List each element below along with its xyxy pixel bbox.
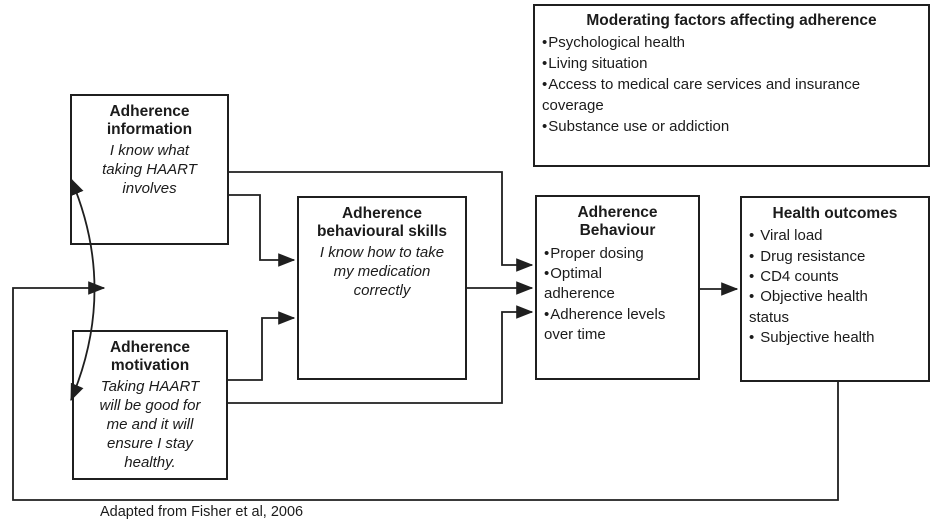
moderating-factors-list: •Psychological health •Living situation … <box>535 32 928 137</box>
health-outcomes-box: Health outcomes •Viral load •Drug resist… <box>740 196 930 382</box>
list-item: •Objective health status <box>749 288 868 326</box>
list-item: •Viral load <box>749 227 823 245</box>
source-caption: Adapted from Fisher et al, 2006 <box>100 504 304 520</box>
adherence-motivation-box: Adherence motivation Taking HAART will b… <box>72 330 228 480</box>
connector-information-to-skills <box>229 194 296 267</box>
adherence-information-box: Adherence information I know what taking… <box>70 94 229 245</box>
list-item: •Substance use or addiction <box>542 118 730 136</box>
bullet-icon: • <box>544 244 550 262</box>
adherence-behaviour-list: •Proper dosing •Optimal adherence •Adher… <box>537 244 698 346</box>
health-outcomes-title: Health outcomes <box>772 205 898 222</box>
list-item: •Drug resistance <box>749 247 866 265</box>
bullet-icon: • <box>544 264 550 282</box>
list-item: •Access to medical care services and ins… <box>542 76 861 115</box>
bullet-icon: • <box>542 76 548 94</box>
bullet-icon: • <box>749 268 755 286</box>
bullet-icon: • <box>749 247 755 265</box>
list-item: •CD4 counts <box>749 268 839 286</box>
bullet-icon: • <box>542 55 548 73</box>
list-item: •Optimal adherence <box>544 264 615 303</box>
list-item: •Living situation <box>542 55 648 73</box>
adherence-motivation-belief: Taking HAART will be good for me and it … <box>99 377 201 472</box>
bullet-icon: • <box>749 288 755 306</box>
list-item: •Psychological health <box>542 34 686 52</box>
adherence-behavioural-skills-belief: I know how to take my medication correct… <box>319 243 445 299</box>
bullet-icon: • <box>544 305 550 323</box>
list-item: •Adherence levels over time <box>544 305 666 344</box>
bullet-icon: • <box>542 34 548 52</box>
bullet-icon: • <box>749 329 755 347</box>
adherence-behavioural-skills-title: Adherence behavioural skills <box>316 205 448 241</box>
adherence-information-belief: I know what taking HAART involves <box>102 141 197 197</box>
health-outcomes-list: •Viral load •Drug resistance •CD4 counts… <box>742 226 928 348</box>
adherence-behaviour-title: Adherence Behaviour <box>577 204 658 240</box>
bullet-icon: • <box>749 227 755 245</box>
moderating-factors-box: Moderating factors affecting adherence •… <box>533 4 930 167</box>
adherence-behaviour-box: Adherence Behaviour •Proper dosing •Opti… <box>535 195 700 380</box>
adherence-behavioural-skills-box: Adherence behavioural skills I know how … <box>297 196 467 380</box>
adherence-motivation-title: Adherence motivation <box>109 339 191 375</box>
connector-motivation-to-skills <box>228 311 296 381</box>
list-item: •Proper dosing <box>544 244 644 262</box>
adherence-information-title: Adherence information <box>106 103 193 139</box>
bullet-icon: • <box>542 118 548 136</box>
moderating-factors-title: Moderating factors affecting adherence <box>586 12 877 29</box>
list-item: •Subjective health <box>749 329 875 347</box>
